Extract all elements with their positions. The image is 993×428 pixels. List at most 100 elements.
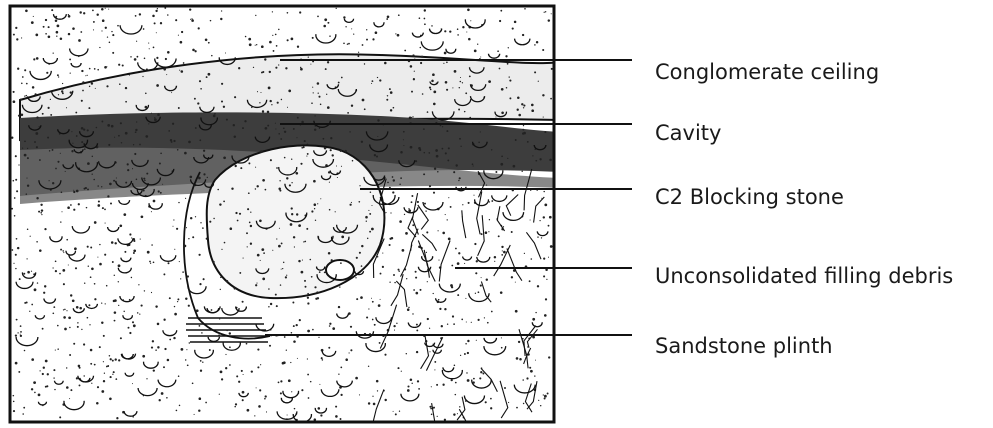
- stipple-dot: [368, 308, 369, 309]
- stipple-dot: [246, 343, 248, 345]
- stipple-dot: [287, 107, 288, 108]
- stipple-dot: [335, 415, 338, 418]
- stipple-dot: [121, 142, 122, 143]
- stipple-dot: [76, 306, 79, 309]
- stipple-dot: [269, 71, 271, 73]
- stipple-dot: [534, 375, 535, 376]
- stipple-dot: [58, 94, 59, 95]
- stipple-dot: [314, 128, 316, 130]
- stipple-dot: [379, 342, 381, 344]
- stipple-dot: [39, 159, 41, 161]
- stipple-dot: [224, 242, 226, 244]
- stipple-dot: [538, 400, 539, 401]
- stipple-dot: [403, 145, 404, 146]
- stipple-dot: [548, 257, 549, 258]
- stipple-dot: [284, 157, 286, 159]
- stipple-dot: [467, 340, 469, 342]
- stipple-dot: [134, 153, 136, 155]
- stipple-dot: [39, 370, 40, 371]
- stipple-dot: [307, 302, 309, 304]
- stipple-dot: [43, 292, 45, 294]
- stipple-dot: [459, 177, 461, 179]
- stipple-dot: [124, 251, 126, 253]
- stipple-dot: [495, 116, 496, 117]
- stipple-dot: [387, 95, 388, 96]
- stipple-dot: [128, 327, 130, 329]
- stipple-dot: [352, 160, 354, 162]
- stipple-dot: [509, 76, 510, 77]
- stipple-dot: [361, 141, 363, 143]
- stipple-dot: [85, 187, 87, 189]
- stipple-dot: [142, 76, 143, 77]
- stipple-dot: [459, 87, 460, 88]
- stipple-dot: [60, 249, 62, 251]
- stipple-dot: [162, 184, 163, 185]
- stipple-dot: [45, 19, 47, 21]
- stipple-dot: [163, 319, 165, 321]
- stipple-dot: [203, 173, 205, 175]
- stipple-dot: [52, 312, 54, 314]
- stipple-dot: [79, 384, 81, 386]
- stipple-dot: [501, 155, 503, 157]
- stipple-dot: [293, 340, 296, 343]
- stipple-dot: [398, 14, 400, 16]
- stipple-dot: [379, 79, 381, 81]
- stipple-dot: [145, 93, 147, 95]
- stipple-dot: [438, 260, 439, 261]
- stipple-dot: [97, 386, 99, 388]
- stipple-dot: [200, 360, 202, 362]
- stipple-dot: [226, 119, 228, 121]
- stipple-dot: [529, 367, 531, 369]
- stipple-dot: [40, 212, 42, 214]
- stipple-dot: [429, 406, 431, 408]
- stipple-dot: [386, 18, 388, 20]
- stipple-dot: [157, 346, 159, 348]
- stipple-dot: [433, 103, 436, 106]
- stipple-dot: [50, 114, 52, 116]
- stipple-dot: [185, 198, 186, 199]
- stipple-dot: [453, 171, 455, 173]
- stipple-dot: [476, 260, 478, 262]
- stipple-dot: [91, 82, 93, 84]
- stipple-dot: [160, 153, 162, 155]
- stipple-dot: [143, 178, 145, 180]
- stipple-dot: [521, 171, 522, 172]
- stipple-dot: [106, 285, 108, 287]
- stipple-dot: [519, 358, 522, 361]
- stipple-dot: [398, 271, 399, 272]
- stipple-dot: [197, 102, 199, 104]
- stipple-dot: [452, 87, 453, 88]
- stipple-dot: [412, 116, 413, 117]
- stipple-dot: [488, 231, 489, 232]
- stipple-dot: [415, 292, 418, 295]
- stipple-dot: [112, 34, 114, 36]
- stipple-dot: [225, 354, 226, 355]
- stipple-dot: [407, 385, 409, 387]
- stipple-dot: [129, 75, 130, 76]
- stipple-dot: [307, 297, 309, 299]
- stipple-dot: [287, 414, 288, 415]
- stipple-dot: [73, 209, 75, 211]
- stipple-dot: [113, 300, 115, 302]
- stipple-dot: [480, 56, 481, 57]
- stipple-dot: [24, 302, 26, 304]
- stipple-dot: [60, 37, 63, 40]
- stipple-dot: [435, 149, 438, 152]
- stipple-dot: [380, 273, 382, 275]
- stipple-dot: [178, 107, 180, 109]
- stipple-dot: [13, 263, 14, 264]
- stipple-dot: [311, 210, 313, 212]
- stipple-dot: [140, 239, 141, 240]
- stipple-dot: [171, 92, 172, 93]
- stipple-dot: [68, 15, 71, 18]
- stipple-dot: [12, 249, 14, 251]
- stipple-dot: [516, 407, 518, 409]
- stipple-dot: [18, 371, 20, 373]
- stipple-dot: [71, 131, 72, 132]
- stipple-dot: [300, 68, 303, 71]
- stipple-dot: [242, 301, 244, 303]
- stipple-dot: [119, 83, 121, 85]
- stipple-dot: [301, 389, 303, 391]
- stipple-dot: [297, 117, 299, 119]
- stipple-dot: [76, 190, 79, 193]
